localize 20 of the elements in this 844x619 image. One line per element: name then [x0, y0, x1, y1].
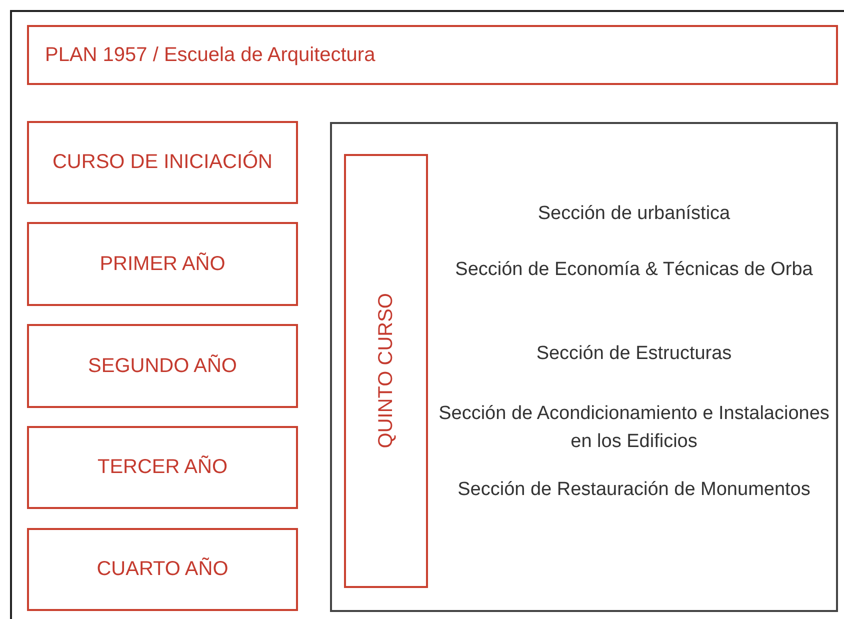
- year-label: PRIMER AÑO: [100, 252, 226, 276]
- course-label: QUINTO CURSO: [374, 293, 398, 449]
- section-text: Sección de Economía & Técnicas de Orba: [454, 258, 814, 282]
- year-box: [27, 121, 298, 204]
- year-box: [27, 426, 298, 509]
- year-label: CURSO DE INICIACIÓN: [52, 151, 273, 174]
- year-label: CUARTO AÑO: [96, 558, 228, 581]
- year-label: TERCER AÑO: [97, 456, 228, 479]
- section-text: Sección de Restauración de Monumentos: [456, 478, 812, 502]
- title-box: [27, 25, 838, 85]
- course-box: [344, 154, 428, 588]
- year-label: SEGUNDO AÑO: [88, 354, 237, 378]
- year-box: [27, 324, 298, 408]
- panel-box: [330, 122, 838, 612]
- section-text: Sección de Estructuras: [535, 342, 733, 366]
- section-text: Sección de Acondicionamiento e Instalaciones en los Edificios: [438, 402, 830, 454]
- title-text: PLAN 1957 / Escuela de Arquitectura: [45, 44, 376, 66]
- year-box: [27, 528, 298, 611]
- year-box: [27, 222, 298, 306]
- section-text: Sección de urbanística: [536, 202, 732, 226]
